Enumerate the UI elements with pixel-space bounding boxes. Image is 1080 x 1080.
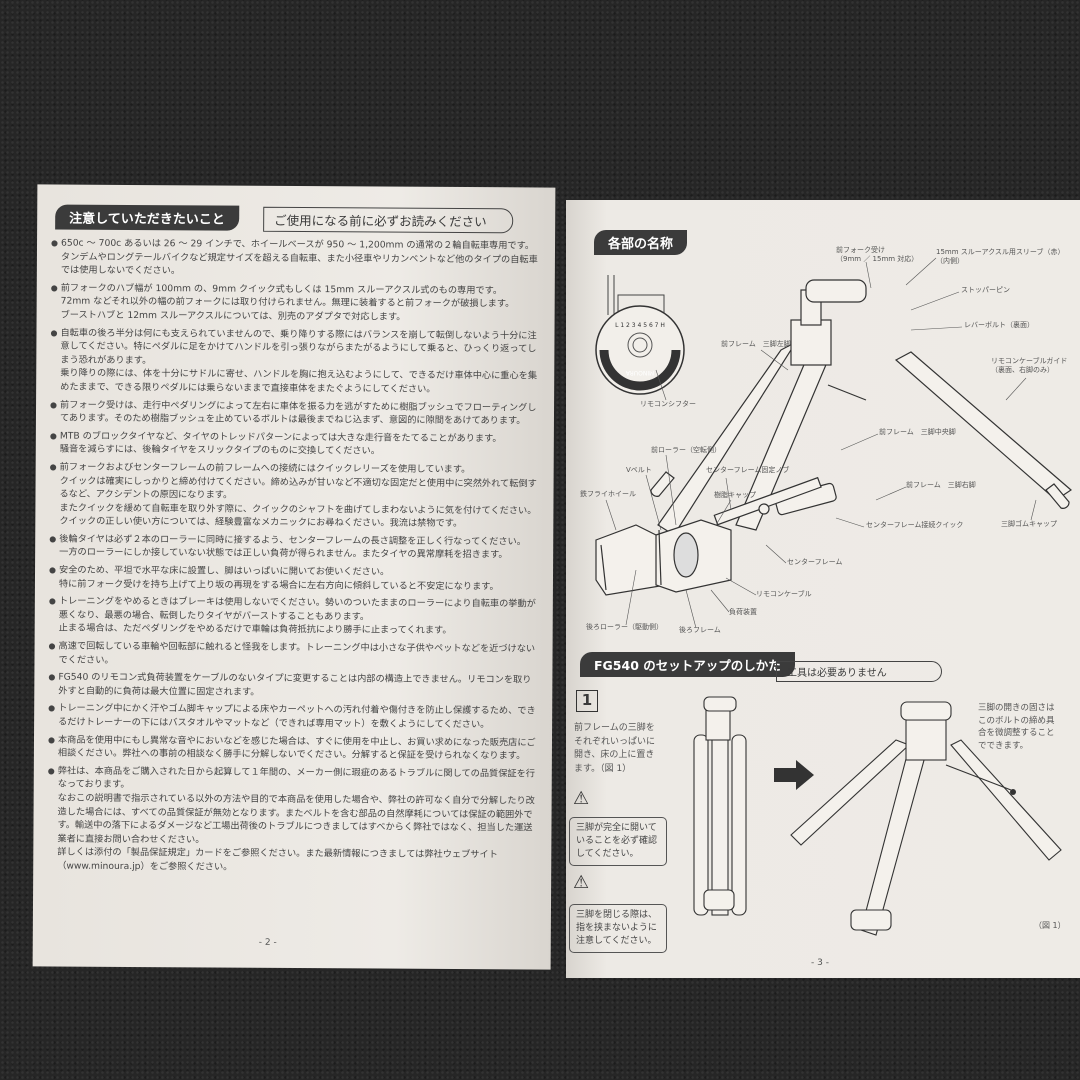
- label-rubber-cap: 三脚ゴムキャップ: [1001, 520, 1057, 528]
- warning-pinch: 三脚を閉じる際は、指を挟まないように注意してください。: [569, 904, 667, 953]
- setup-heading: FG540 のセットアップのしかた: [580, 652, 795, 677]
- caution-item: FG540 のリモコン式負荷装置をケーブルのないタイプに変更することは内部の構造…: [48, 671, 540, 701]
- caution-item: 弊社は、本商品をご購入された日から起算して１年間の、メーカー側に瑕疵のあるトラブ…: [47, 764, 540, 876]
- caution-text: 詳しくは添付の「製品保証規定」カードをご参照ください。また最新情報につきましては…: [57, 846, 498, 873]
- label-flywheel: 鉄フライホイール: [580, 490, 636, 498]
- trainer-illustration: [595, 257, 1072, 629]
- left-page: 注意していただきたいこと ご使用になる前に必ずお読みください 650c ～ 70…: [32, 184, 556, 970]
- caution-text: 騒音を減らすには、後輪タイヤをスリックタイプのものに交換してください。: [59, 443, 380, 457]
- label-center-quick: センターフレーム接続クイック: [866, 521, 964, 529]
- label-remote-cable: リモコンケーブル: [756, 590, 812, 598]
- label-front-roller: 前ローラー（空転側）: [651, 446, 721, 454]
- warning-icon: ⚠: [573, 788, 590, 809]
- step-number: 1: [576, 690, 598, 712]
- caution-text: タンデムやロングテールバイクなど規定サイズを超える自転車、また小径車やリカンベン…: [60, 251, 538, 277]
- label-right-leg: 前フレーム 三脚右脚: [906, 481, 976, 489]
- label-stopper-pin: ストッパーピン: [961, 286, 1010, 294]
- caution-text: 高速で回転している車輪や回転部に触れると怪我をします。トレーニング中は小さな子供…: [58, 640, 536, 666]
- page-number: - 2 -: [258, 937, 277, 948]
- caution-text: 乗り降りの際には、体を十分にサドルに寄せ、ハンドルを胸に抱え込むようにして、でき…: [60, 367, 538, 395]
- caution-text: 弊社は、本商品をご購入された日から起算して１年間の、メーカー側に瑕疵のあるトラブ…: [57, 765, 536, 791]
- folded-tripod-illustration: [693, 696, 747, 916]
- warning-icon: ⚠: [573, 872, 590, 893]
- adjust-note: 三脚の開きの固さはこのボルトの締め具合を微調整することでできます。: [978, 703, 1055, 751]
- caution-list: 650c ～ 700c あるいは 26 ～ 29 インチで、ホイールベースが 9…: [47, 237, 543, 881]
- label-load-unit: 負荷装置: [729, 608, 757, 616]
- caution-item: トレーニングをやめるときはブレーキは使用しないでください。勢いのついたままのロー…: [49, 595, 541, 639]
- label-center-knob: センターフレーム固定ノブ: [706, 466, 790, 474]
- caution-text: トレーニングをやめるときはブレーキは使用しないでください。勢いのついたままのロー…: [58, 595, 536, 623]
- label-lever-bolt: レバーボルト（裏面）: [964, 321, 1034, 329]
- caution-text: 止まる場合は、ただペダリングをやめるだけで車輪は負荷抵抗により勝手に止まってくれ…: [58, 623, 452, 637]
- caution-item: 安全のため、平坦で水平な床に設置し、脚はいっぱいに開いてお使いください。特に前フ…: [49, 564, 541, 594]
- caution-item: 本商品を使用中にもし異常な音やにおいなどを感じた場合は、すぐに使用を中止し、お買…: [48, 733, 540, 763]
- figure-label: （図 1）: [1034, 921, 1066, 930]
- label-center-leg: 前フレーム 三脚中央脚: [879, 428, 956, 436]
- setup-note: 工具は必要ありません: [776, 661, 942, 682]
- right-page: 各部の名称 MINOURA L 1 2 3 4 5 6 7 H 前フォーク受け（…: [566, 200, 1080, 978]
- caution-text: FG540 のリモコン式負荷装置をケーブルのないタイプに変更することは内部の構造…: [58, 671, 532, 698]
- label-v-belt: Vベルト: [626, 466, 652, 474]
- caution-item: 高速で回転している車輪や回転部に触れると怪我をします。トレーニング中は小さな子供…: [48, 640, 540, 670]
- label-rear-frame: 後ろフレーム: [679, 626, 721, 634]
- caution-text: 本商品を使用中にもし異常な音やにおいなどを感じた場合は、すぐに使用を中止し、お買…: [57, 734, 536, 762]
- caution-text: クイックは確実にしっかりと締め付けてください。締め込みが甘いなど不適切な固定だと…: [59, 475, 537, 501]
- caution-subheading: ご使用になる前に必ずお読みください: [263, 206, 514, 234]
- caution-text: トレーニング中にかく汗やゴム脚キャップによる床やカーペットへの汚れ付着や傷付きを…: [58, 702, 536, 731]
- remote-shifter-illustration: MINOURA L 1 2 3 4 5 6 7 H: [595, 275, 685, 395]
- caution-text: なおこの説明書で指示されている以外の方法や目的で本商品を使用した場合や、弊社の許…: [57, 792, 535, 846]
- arrow-right-icon: [774, 760, 814, 790]
- opened-tripod-illustration: [790, 701, 1062, 936]
- step-text: 前フレームの三脚をそれぞれいっぱいに開き、床の上に置きます。（図 1）: [574, 723, 656, 774]
- caution-text: クイックの正しい使い方については、経験豊富なメカニックにお尋ねください。我流は禁…: [59, 515, 463, 530]
- parts-heading: 各部の名称: [594, 230, 688, 255]
- label-remote-shifter: リモコンシフター: [640, 400, 696, 408]
- caution-text: 前フォーク受けは、走行中ペダリングによって左右に車体を振る力を逃がすために樹脂ブ…: [59, 399, 537, 427]
- caution-item: 自転車の後ろ半分は何にも支えられていませんので、乗り降りする際にはバランスを崩し…: [50, 326, 542, 397]
- shifter-brand: MINOURA: [625, 369, 654, 376]
- label-fork-mount: 前フォーク受け（9mm ／ 15mm 対応）: [836, 246, 919, 263]
- caution-item: 前フォークおよびセンターフレームの前フレームへの接続にはクイックレリーズを使用し…: [49, 460, 541, 531]
- caution-item: 前フォーク受けは、走行中ペダリングによって左右に車体を振る力を逃がすために樹脂ブ…: [50, 398, 542, 428]
- label-resin-cap: 樹脂キャップ: [714, 491, 756, 499]
- caution-text: 自転車の後ろ半分は何にも支えられていませんので、乗り降りする際にはバランスを崩し…: [60, 327, 537, 366]
- caution-item: 後輪タイヤは必ず２本のローラーに同時に接するよう、センターフレームの長さ調整を正…: [49, 532, 541, 562]
- caution-item: 650c ～ 700c あるいは 26 ～ 29 インチで、ホイールベースが 9…: [51, 237, 543, 281]
- caution-item: 前フォークのハブ幅が 100mm の、9mm クイック式もしくは 15mm スル…: [51, 281, 543, 325]
- label-thru-axle-sleeve: 15mm スルーアクスル用スリーブ（赤）（内側）: [936, 248, 1065, 265]
- warning-open-legs: 三脚が完全に開いていることを必ず確認してください。: [569, 817, 667, 866]
- label-left-leg: 前フレーム 三脚左脚: [721, 340, 791, 348]
- caution-heading: 注意していただきたいこと: [55, 204, 239, 231]
- label-cable-guide: リモコンケーブルガイド（裏面、右脚のみ）: [991, 357, 1068, 374]
- caution-item: MTB のブロックタイヤなど、タイヤのトレッドパターンによっては大きな走行音をた…: [50, 429, 542, 459]
- label-center-frame: センターフレーム: [787, 558, 843, 566]
- caution-item: トレーニング中にかく汗やゴム脚キャップによる床やカーペットへの汚れ付着や傷付きを…: [48, 702, 540, 732]
- shifter-scale: L 1 2 3 4 5 6 7 H: [615, 322, 665, 329]
- page-number: - 3 -: [811, 958, 829, 968]
- caution-text: 一方のローラーにしか接していない状態では正しい負荷が得られません。またタイヤの異…: [59, 547, 508, 561]
- caution-text: 特に前フォーク受けを持ち上げて上り坂の再現をする場合に左右方向に傾斜していると不…: [58, 578, 499, 592]
- label-rear-roller: 後ろローラー（駆動側）: [586, 623, 663, 631]
